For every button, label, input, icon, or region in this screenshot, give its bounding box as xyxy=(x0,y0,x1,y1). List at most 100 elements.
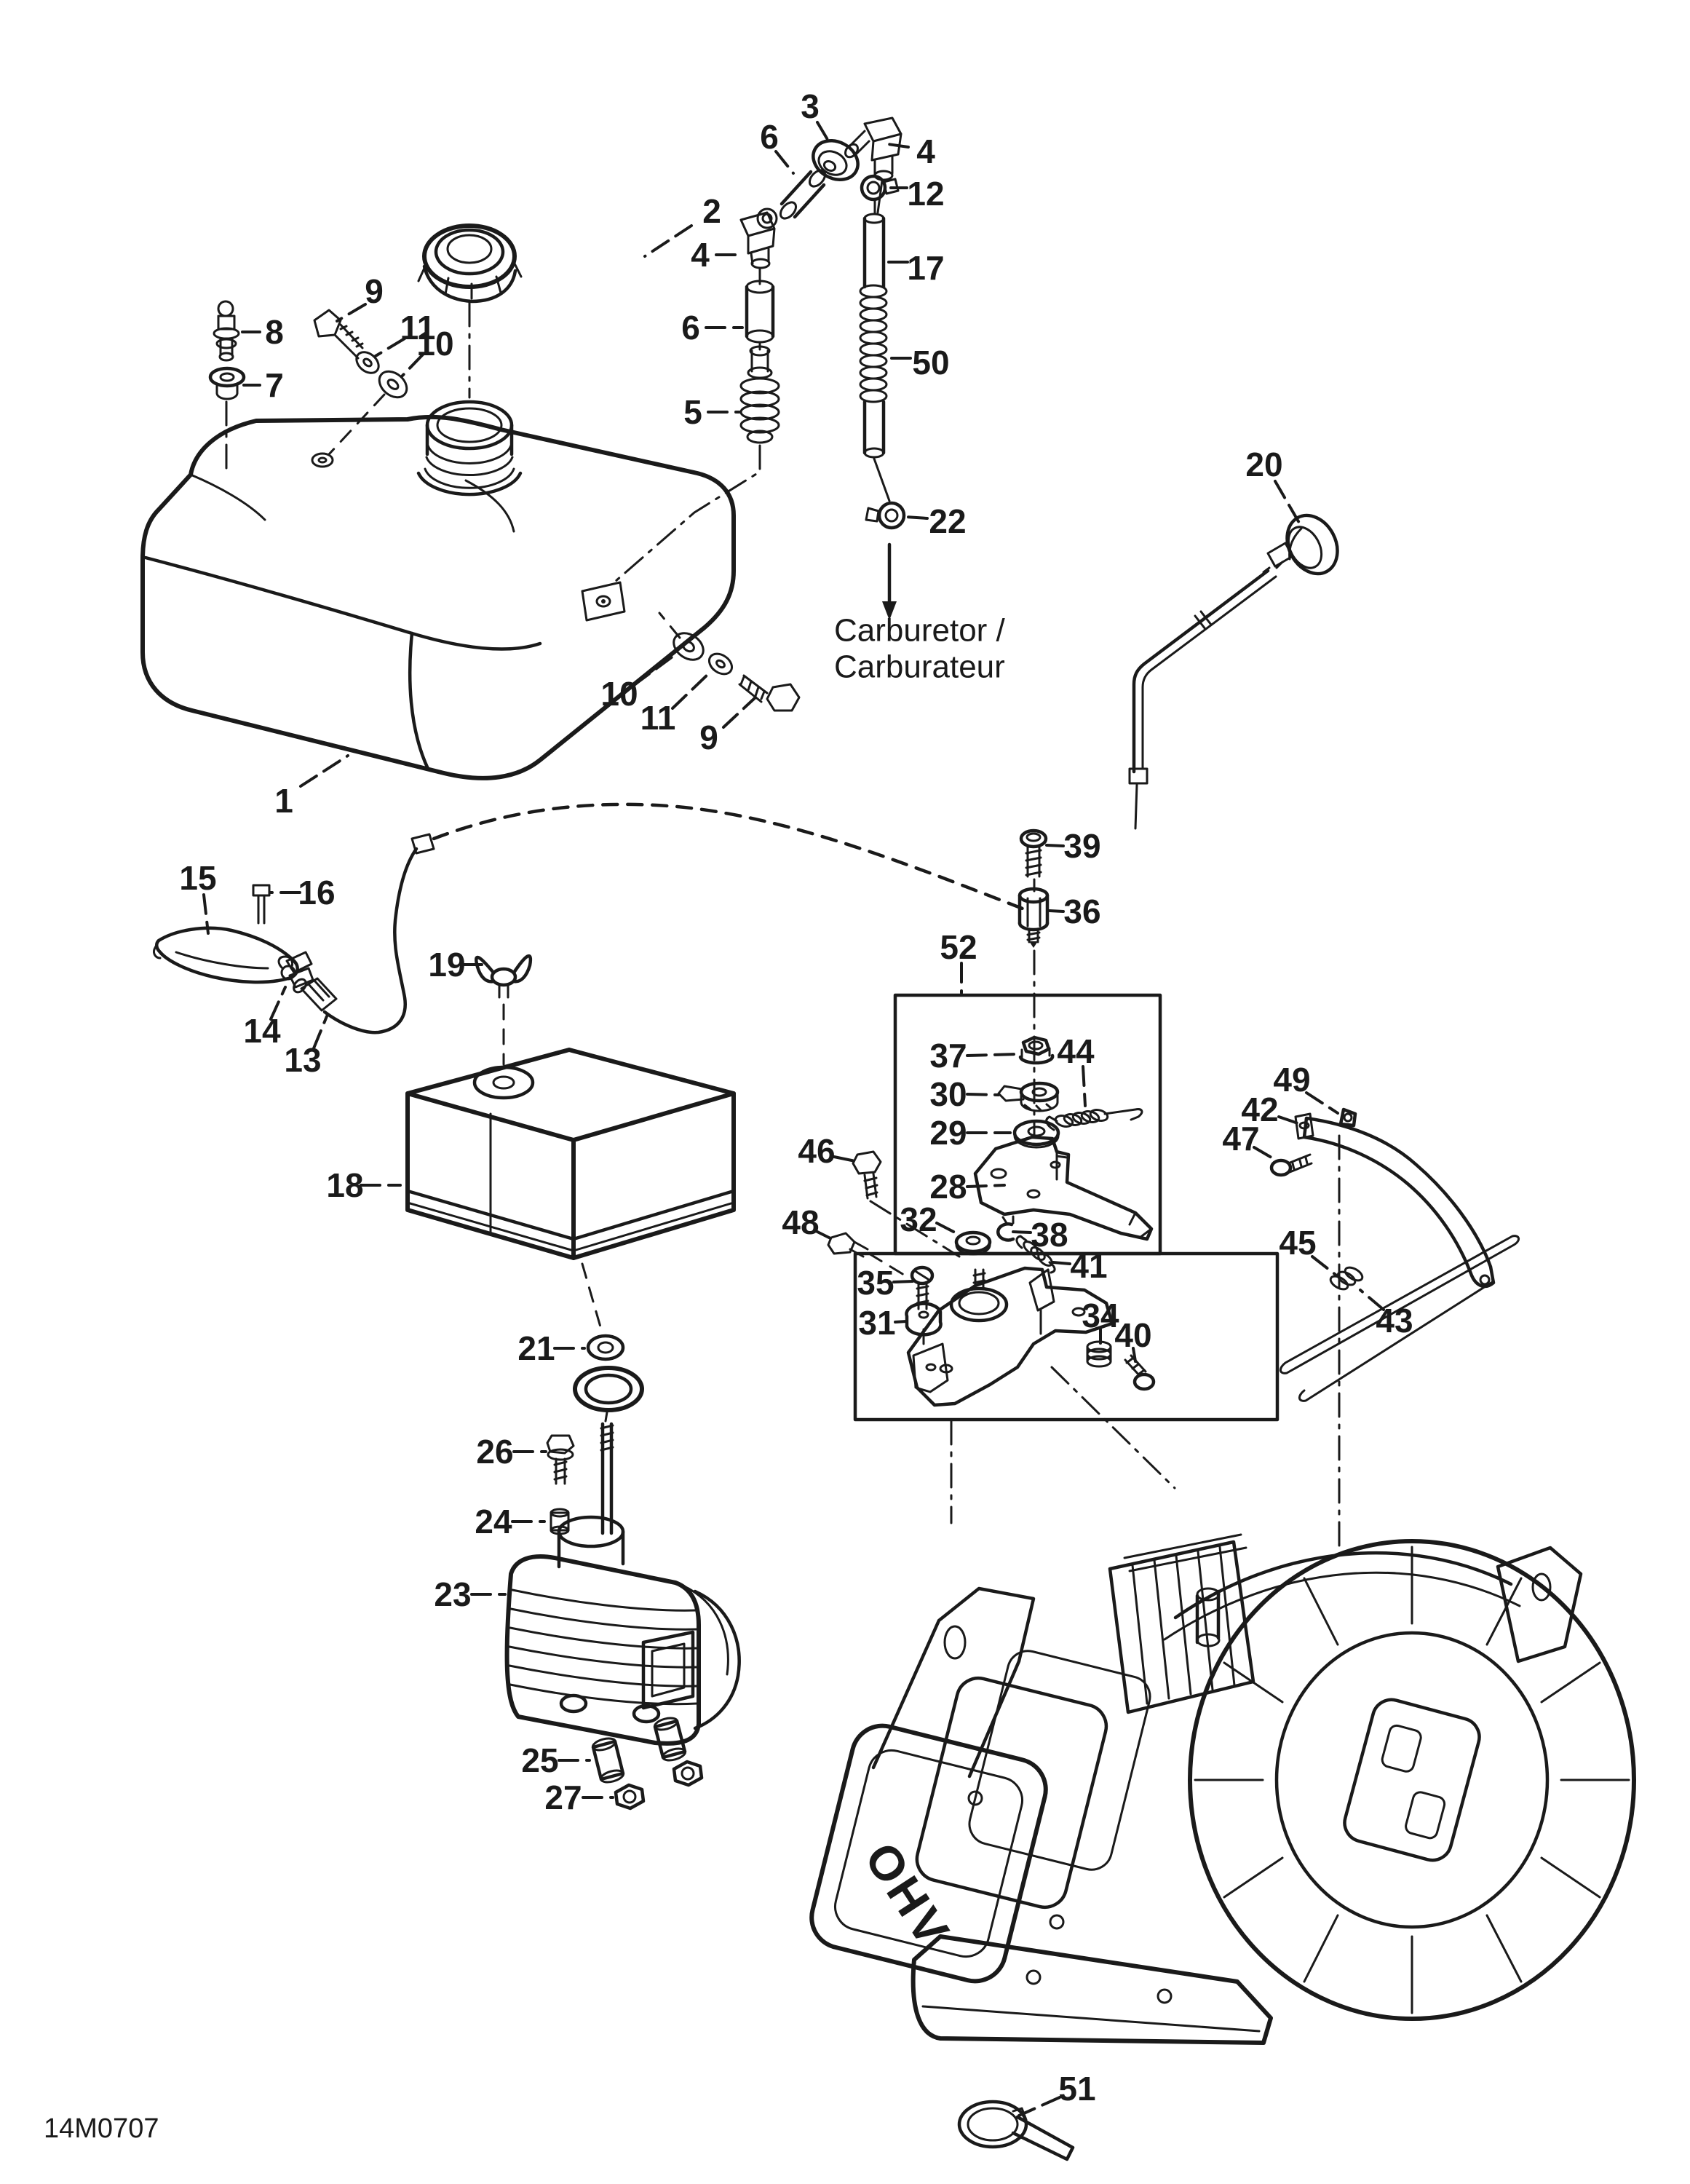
leader-line-40 xyxy=(1132,1347,1137,1363)
cable-tie-drawing xyxy=(957,2100,1075,2161)
callout-18: 18 xyxy=(326,1166,363,1204)
callout-14: 14 xyxy=(243,1012,281,1050)
control-bracket-group xyxy=(827,828,1280,1524)
leader-line-14 xyxy=(269,986,287,1021)
callout-3: 3 xyxy=(801,87,820,125)
callout-1: 1 xyxy=(274,782,293,820)
callout-34: 34 xyxy=(1082,1297,1119,1334)
leader-line-30 xyxy=(966,1093,1000,1096)
callout-43: 43 xyxy=(1376,1302,1413,1340)
callout-19: 19 xyxy=(428,946,465,984)
callout-47: 47 xyxy=(1222,1120,1259,1158)
callout-8: 8 xyxy=(265,313,284,351)
throttle-lever-drawing xyxy=(153,802,1028,1034)
leader-line-3 xyxy=(816,121,833,147)
callout-15: 15 xyxy=(179,859,216,897)
carb-mount-hardware-drawing xyxy=(546,1262,644,1535)
callout-37: 37 xyxy=(929,1037,967,1075)
vent-valve-drawing xyxy=(208,300,246,472)
callout-6: 6 xyxy=(760,118,779,156)
callout-26: 26 xyxy=(476,1433,513,1471)
callout-11: 11 xyxy=(400,309,436,347)
callout-51: 51 xyxy=(1058,2070,1095,2108)
callout-16: 16 xyxy=(298,874,335,911)
callout-12: 12 xyxy=(907,175,944,213)
leader-line-11 xyxy=(671,670,712,710)
callout-40: 40 xyxy=(1114,1316,1151,1354)
callout-20: 20 xyxy=(1245,446,1282,483)
leader-line-15 xyxy=(202,893,210,935)
fuel-tank-drawing xyxy=(140,400,736,780)
leader-line-37 xyxy=(966,1053,1017,1057)
leader-line-41 xyxy=(1052,1261,1071,1265)
leader-line-49 xyxy=(1305,1091,1339,1115)
callout-4: 4 xyxy=(691,236,710,274)
callout-22: 22 xyxy=(929,502,966,540)
leader-line-9 xyxy=(336,303,367,323)
callout-10: 10 xyxy=(416,325,453,363)
fuel-cap-drawing xyxy=(417,223,523,399)
callout-28: 28 xyxy=(929,1168,967,1206)
callout-10: 10 xyxy=(600,675,638,713)
leader-line-22 xyxy=(904,515,929,520)
tank-bolt-bottom-drawing xyxy=(658,612,801,712)
callout-31: 31 xyxy=(858,1304,895,1342)
leader-line-28 xyxy=(966,1184,1006,1188)
group-box-lower xyxy=(853,1251,1280,1422)
callout-45: 45 xyxy=(1279,1224,1316,1262)
leader-line-45 xyxy=(1311,1255,1337,1276)
callout-11: 11 xyxy=(640,699,676,737)
leader-line-11 xyxy=(374,337,406,357)
callout-27: 27 xyxy=(544,1779,582,1816)
callout-36: 36 xyxy=(1063,893,1100,930)
callout-21: 21 xyxy=(517,1329,555,1367)
carburetor-note-line2: Carburateur xyxy=(834,649,1005,685)
leader-line-51 xyxy=(1017,2096,1061,2117)
callout-32: 32 xyxy=(900,1200,937,1238)
callout-7: 7 xyxy=(265,366,284,404)
callout-17: 17 xyxy=(907,249,944,287)
leader-line-42 xyxy=(1277,1115,1306,1127)
callout-52: 52 xyxy=(940,928,977,966)
callout-38: 38 xyxy=(1031,1216,1068,1254)
leader-line-10 xyxy=(400,353,424,378)
callout-24: 24 xyxy=(475,1503,512,1540)
callout-42: 42 xyxy=(1241,1091,1278,1128)
callout-23: 23 xyxy=(434,1575,471,1613)
engine-assembly-drawing: OHV xyxy=(809,1533,1636,2045)
leader-line-2 xyxy=(643,224,693,258)
callout-25: 25 xyxy=(521,1741,558,1779)
callout-44: 44 xyxy=(1057,1032,1095,1070)
callout-50: 50 xyxy=(912,344,949,381)
callout-41: 41 xyxy=(1070,1247,1107,1285)
leader-line-6 xyxy=(774,150,795,175)
callout-2: 2 xyxy=(702,192,721,230)
air-cleaner-drawing xyxy=(405,954,736,1260)
callout-5: 5 xyxy=(683,393,702,431)
callout-29: 29 xyxy=(929,1114,967,1152)
leader-line-10 xyxy=(632,653,677,687)
leader-line-1 xyxy=(299,754,349,788)
callout-48: 48 xyxy=(782,1203,819,1241)
fuel-line-right-drawing xyxy=(859,174,906,530)
leader-line-31 xyxy=(894,1320,908,1324)
callout-46: 46 xyxy=(798,1132,835,1170)
callout-9: 9 xyxy=(699,719,718,756)
leader-line-44 xyxy=(1082,1065,1087,1107)
leader-line-47 xyxy=(1253,1146,1277,1161)
leader-line-48 xyxy=(814,1230,832,1240)
callout-30: 30 xyxy=(929,1075,967,1113)
leader-line-20 xyxy=(1274,480,1301,524)
leader-line-13 xyxy=(312,1015,328,1050)
leader-line-38 xyxy=(1012,1230,1032,1234)
choke-cable-drawing xyxy=(1128,513,1339,830)
governor-arm-group xyxy=(1269,1107,1520,1552)
leader-line-32 xyxy=(935,1222,961,1236)
callout-6: 6 xyxy=(681,309,700,347)
muffler-drawing xyxy=(504,1515,741,1811)
callout-13: 13 xyxy=(284,1041,321,1079)
callout-49: 49 xyxy=(1273,1061,1310,1099)
